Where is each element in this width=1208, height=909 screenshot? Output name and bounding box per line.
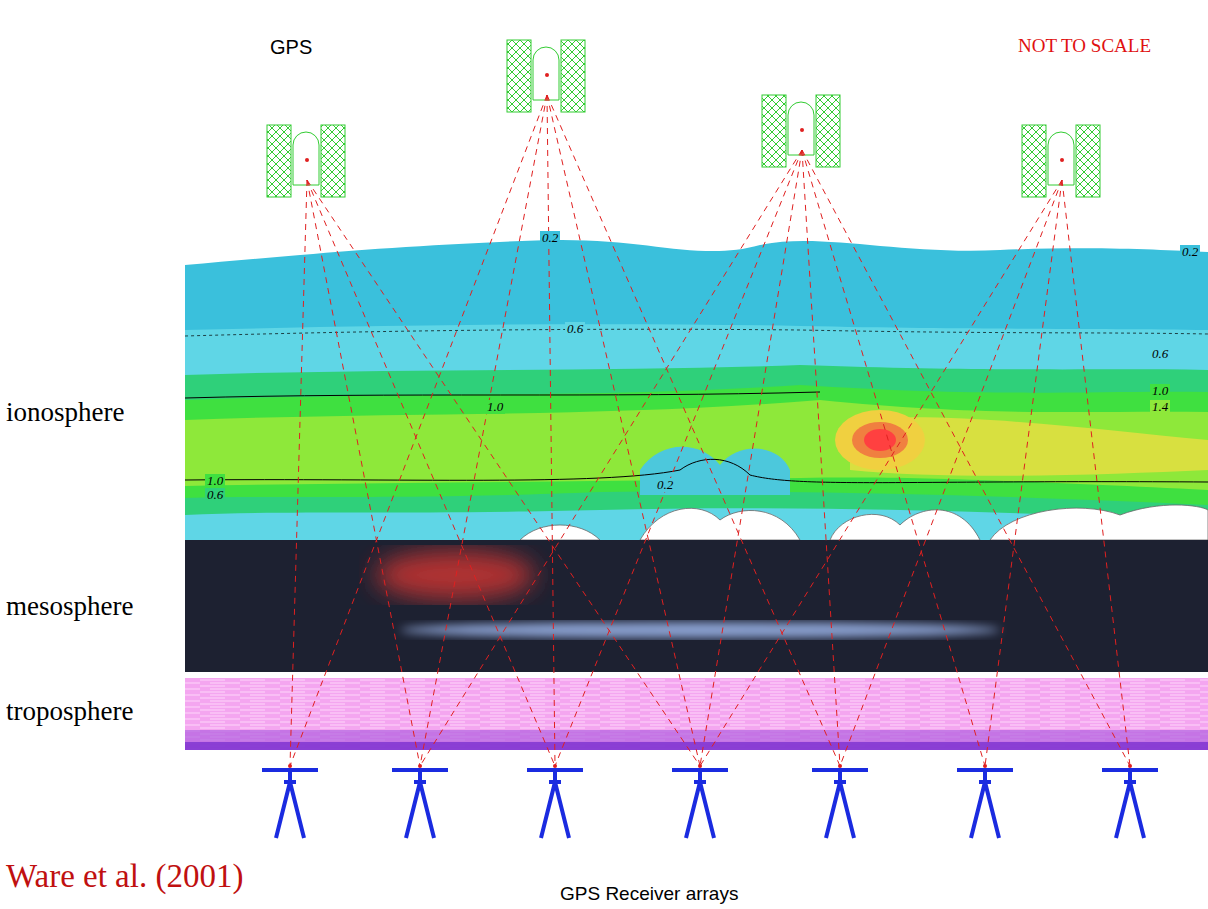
contour-value: 0.2 [1180, 245, 1200, 259]
signal-ray [700, 150, 802, 766]
receiver-symbol [1102, 770, 1158, 838]
signal-ray [840, 180, 1062, 766]
receiver-symbol [527, 770, 583, 838]
contour-value: 0.6 [565, 322, 585, 336]
receiver-caption: GPS Receiver arrays [560, 884, 738, 905]
solar-panel [1076, 125, 1100, 197]
contour-value: 0.2 [540, 231, 560, 245]
layer-name: ionosphere [6, 398, 124, 428]
antenna-dot [305, 158, 309, 162]
signal-ray [985, 180, 1062, 766]
solar-panel [816, 95, 840, 167]
layer-name: mesosphere [6, 592, 133, 622]
scale-note: NOT TO SCALE [1018, 36, 1151, 57]
satellite-body [1048, 132, 1074, 185]
layer-name: troposphere [6, 697, 133, 727]
receiver-symbol [392, 770, 448, 838]
contour-value: 0.6 [1150, 347, 1170, 361]
signal-ray [307, 180, 420, 766]
receiver-symbol [812, 770, 868, 838]
signal-ray [700, 180, 1062, 766]
contour-value: 1.0 [1150, 384, 1170, 398]
signal-ray [802, 150, 985, 766]
antenna-dot [800, 128, 804, 132]
signal-ray [802, 150, 840, 766]
contour-value: 0.6 [205, 488, 225, 502]
signal-ray [547, 95, 840, 766]
receiver-symbol [672, 770, 728, 838]
solar-panel [267, 125, 291, 197]
signal-ray [307, 180, 700, 766]
satellite-body [533, 47, 559, 100]
solar-panel [507, 40, 531, 112]
solar-panel [561, 40, 585, 112]
solar-panel [762, 95, 786, 167]
signal-ray [307, 180, 555, 766]
contour-value: 0.2 [655, 478, 675, 492]
signal-ray [420, 95, 547, 766]
signal-ray [555, 150, 802, 766]
signal-ray [290, 95, 547, 766]
receiver-symbol [262, 770, 318, 838]
signal-ray [547, 95, 700, 766]
contour-value: 1.0 [205, 474, 225, 488]
signal-ray [290, 180, 307, 766]
satellite-body [293, 132, 319, 185]
receiver-symbol [957, 770, 1013, 838]
signal-ray [1062, 180, 1130, 766]
signal-ray [420, 150, 802, 766]
satellite-body [788, 102, 814, 155]
contour-value: 1.0 [485, 400, 505, 414]
citation: Ware et al. (2001) [6, 858, 243, 894]
signal-ray [547, 95, 555, 766]
signal-ray [802, 150, 1130, 766]
title-label: GPS [270, 36, 312, 58]
antenna-dot [545, 73, 549, 77]
contour-value: 1.4 [1150, 400, 1170, 414]
antenna-dot [1060, 158, 1064, 162]
solar-panel [1022, 125, 1046, 197]
solar-panel [321, 125, 345, 197]
